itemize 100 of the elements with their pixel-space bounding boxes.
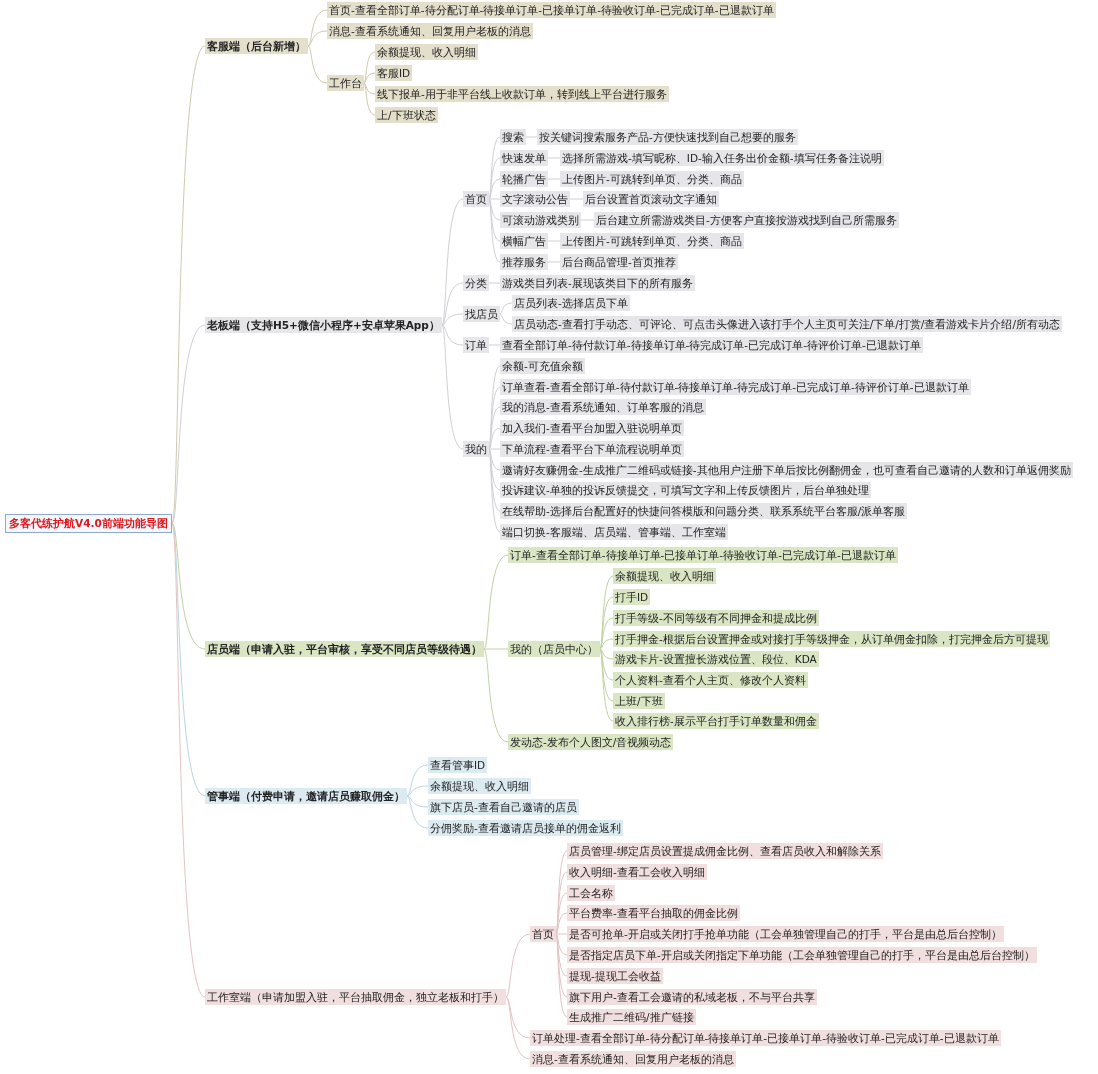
subtopic: 邀请好友赚佣金-生成推广二维码或链接-其他用户注册下单后按比例翻佣金，也可查看自己邀请的人数和订单返佣奖励 — [500, 462, 1073, 478]
connector-line — [171, 523, 206, 650]
subtopic: 找店员 — [463, 306, 500, 322]
subtopic: 在线帮助-选择后台配置好的快捷问答模版和问题分类、联系系统平台客服/派单客服 — [500, 503, 908, 519]
subtopic: 游戏卡片-设置擅长游戏位置、段位、KDA — [613, 651, 819, 667]
subtopic: 余额提现、收入明细 — [428, 778, 531, 794]
subtopic: 提现-提现工会收益 — [567, 968, 663, 984]
subtopic: 首页 — [530, 926, 556, 942]
connector-line — [555, 933, 568, 956]
subtopic: 是否指定店员下单-开启或关闭指定下单功能（工会单独管理自己的打手，平台是由总后台控制） — [567, 947, 1037, 963]
connector-line — [363, 51, 376, 84]
subtopic: 生成推广二维码/推广链接 — [567, 1009, 696, 1025]
subtopic: 快速发单 — [500, 150, 548, 166]
connector-line — [599, 596, 614, 650]
subtopic: 店员动态-查看打手动态、可评论、可点击头像进入该打手个人主页可关注/下单/打赏/查看游戏卡片介绍/所有动态 — [512, 316, 1062, 332]
connector-line — [441, 324, 464, 450]
subtopic: 文字滚动公告 — [500, 191, 570, 207]
main-branch-topic: 老板端（支持H5+微信小程序+安卓苹果App） — [205, 317, 442, 333]
connector-line — [483, 554, 509, 650]
connector-line — [488, 157, 501, 200]
connector-line — [599, 617, 614, 650]
connector-line — [499, 302, 513, 315]
connector-line — [307, 9, 328, 47]
connector-line — [406, 785, 429, 797]
subtopic: 首页-查看全部订单-待分配订单-待接单订单-已接单订单-待验收订单-已完成订单-已退款订单 — [327, 2, 776, 18]
subtopic: 加入我们-查看平台加盟入驻说明单页 — [500, 420, 684, 436]
connector-line — [363, 72, 376, 84]
subtopic: 下单流程-查看平台下单流程说明单页 — [500, 441, 684, 457]
subtopic: 投诉建议-单独的投诉反馈提交，可填写文字和上传反馈图片，后台单独处理 — [500, 482, 871, 498]
subtopic: 打手押金-根据后台设置押金或对接打手等级押金，从订单佣金扣除，打完押金后方可提现 — [613, 631, 1050, 647]
subtopic: 平台费率-查看平台抽取的佣金比例 — [567, 905, 740, 921]
connector-line — [599, 648, 614, 722]
connector-line — [171, 45, 206, 524]
subtopic: 上传图片-可跳转到单页、分类、商品 — [560, 171, 744, 187]
connector-line — [406, 795, 429, 829]
connector-line — [441, 282, 464, 326]
subtopic: 首页 — [463, 191, 489, 207]
subtopic: 收入明细-查看工会收入明细 — [567, 864, 707, 880]
subtopic: 消息-查看系统通知、回复用户老板的消息 — [530, 1051, 736, 1067]
subtopic: 查看管事ID — [428, 757, 488, 773]
connector-line — [307, 30, 328, 47]
subtopic: 订单-查看全部订单-待接单订单-已接单订单-待验收订单-已完成订单-已退款订单 — [508, 547, 898, 563]
subtopic: 后台商品管理-首页推荐 — [560, 254, 678, 270]
connector-line — [483, 648, 509, 743]
connector-line — [505, 996, 531, 1060]
subtopic: 我的（店员中心） — [508, 641, 600, 657]
connector-line — [363, 82, 376, 116]
subtopic: 打手ID — [613, 589, 651, 605]
subtopic: 旗下店员-查看自己邀请的店员 — [428, 799, 579, 815]
connector-line — [555, 912, 568, 935]
connector-line — [441, 198, 464, 326]
subtopic: 线下报单-用于非平台线上收款订单，转到线上平台进行服务 — [375, 86, 669, 102]
subtopic: 我的消息-查看系统通知、订单客服的消息 — [500, 399, 706, 415]
subtopic: 搜索 — [500, 129, 526, 145]
connector-line — [499, 313, 513, 325]
connector-line — [555, 933, 568, 1018]
subtopic: 是否可抢单-开启或关闭打手抢单功能（工会单独管理自己的打手，平台是由总后台控制） — [567, 926, 1004, 942]
connector-line — [171, 324, 206, 524]
subtopic: 上传图片-可跳转到单页、分类、商品 — [560, 233, 744, 249]
subtopic: 按关键词搜索服务产品-方便快速找到自己想要的服务 — [537, 129, 798, 145]
main-branch-topic: 客服端（后台新增） — [205, 38, 308, 54]
subtopic: 端口切换-客服端、店员端、管事端、工作室端 — [500, 524, 728, 540]
connector-line — [441, 324, 464, 346]
subtopic: 店员列表-选择店员下单 — [512, 295, 630, 311]
subtopic: 打手等级-不同等级有不同押金和提成比例 — [613, 610, 819, 626]
connector-line — [505, 996, 531, 1039]
subtopic: 横幅广告 — [500, 233, 548, 249]
connector-line — [441, 313, 464, 326]
connector-line — [307, 45, 328, 84]
connector-line — [555, 892, 568, 935]
subtopic: 后台设置首页滚动文字通知 — [583, 191, 719, 207]
subtopic: 订单查看-查看全部订单-待付款订单-待接单订单-待完成订单-已完成订单-待评价订单-已退款订单 — [500, 379, 971, 395]
connector-line — [406, 795, 429, 808]
subtopic: 余额-可充值余额 — [500, 358, 585, 374]
subtopic: 分佣奖励-查看邀请店员接单的佣金返利 — [428, 820, 623, 836]
connector-line — [171, 523, 206, 797]
subtopic: 订单处理-查看全部订单-待分配订单-待接单订单-已接单订单-待验收订单-已完成订单-已退款订单 — [530, 1030, 1001, 1046]
subtopic: 推荐服务 — [500, 254, 548, 270]
subtopic: 游戏类目列表-展现该类目下的所有服务 — [500, 275, 695, 291]
connector-line — [599, 648, 614, 660]
subtopic: 上/下班状态 — [375, 107, 438, 123]
connector-line — [599, 648, 614, 681]
subtopic: 工会名称 — [567, 885, 615, 901]
subtopic: 可滚动游戏类别 — [500, 212, 581, 228]
connector-line — [363, 82, 376, 95]
subtopic: 分类 — [463, 275, 489, 291]
subtopic: 上班/下班 — [613, 693, 665, 709]
subtopic: 余额提现、收入明细 — [375, 44, 478, 60]
subtopic: 收入排行榜-展示平台打手订单数量和佣金 — [613, 713, 819, 729]
subtopic: 工作台 — [327, 75, 364, 91]
main-branch-topic: 店员端（申请入驻，平台审核，享受不同店员等级待遇） — [205, 641, 484, 657]
connector-line — [171, 523, 206, 998]
subtopic: 余额提现、收入明细 — [613, 568, 716, 584]
connector-line — [488, 448, 501, 471]
subtopic: 后台建立所需游戏类目-方便客户直接按游戏找到自己所需服务 — [594, 212, 899, 228]
subtopic: 消息-查看系统通知、回复用户老板的消息 — [327, 23, 533, 39]
subtopic: 旗下用户-查看工会邀请的私域老板，不与平台共享 — [567, 989, 817, 1005]
connector-line — [488, 198, 501, 263]
connector-line — [599, 638, 614, 650]
connector-line — [505, 933, 531, 998]
